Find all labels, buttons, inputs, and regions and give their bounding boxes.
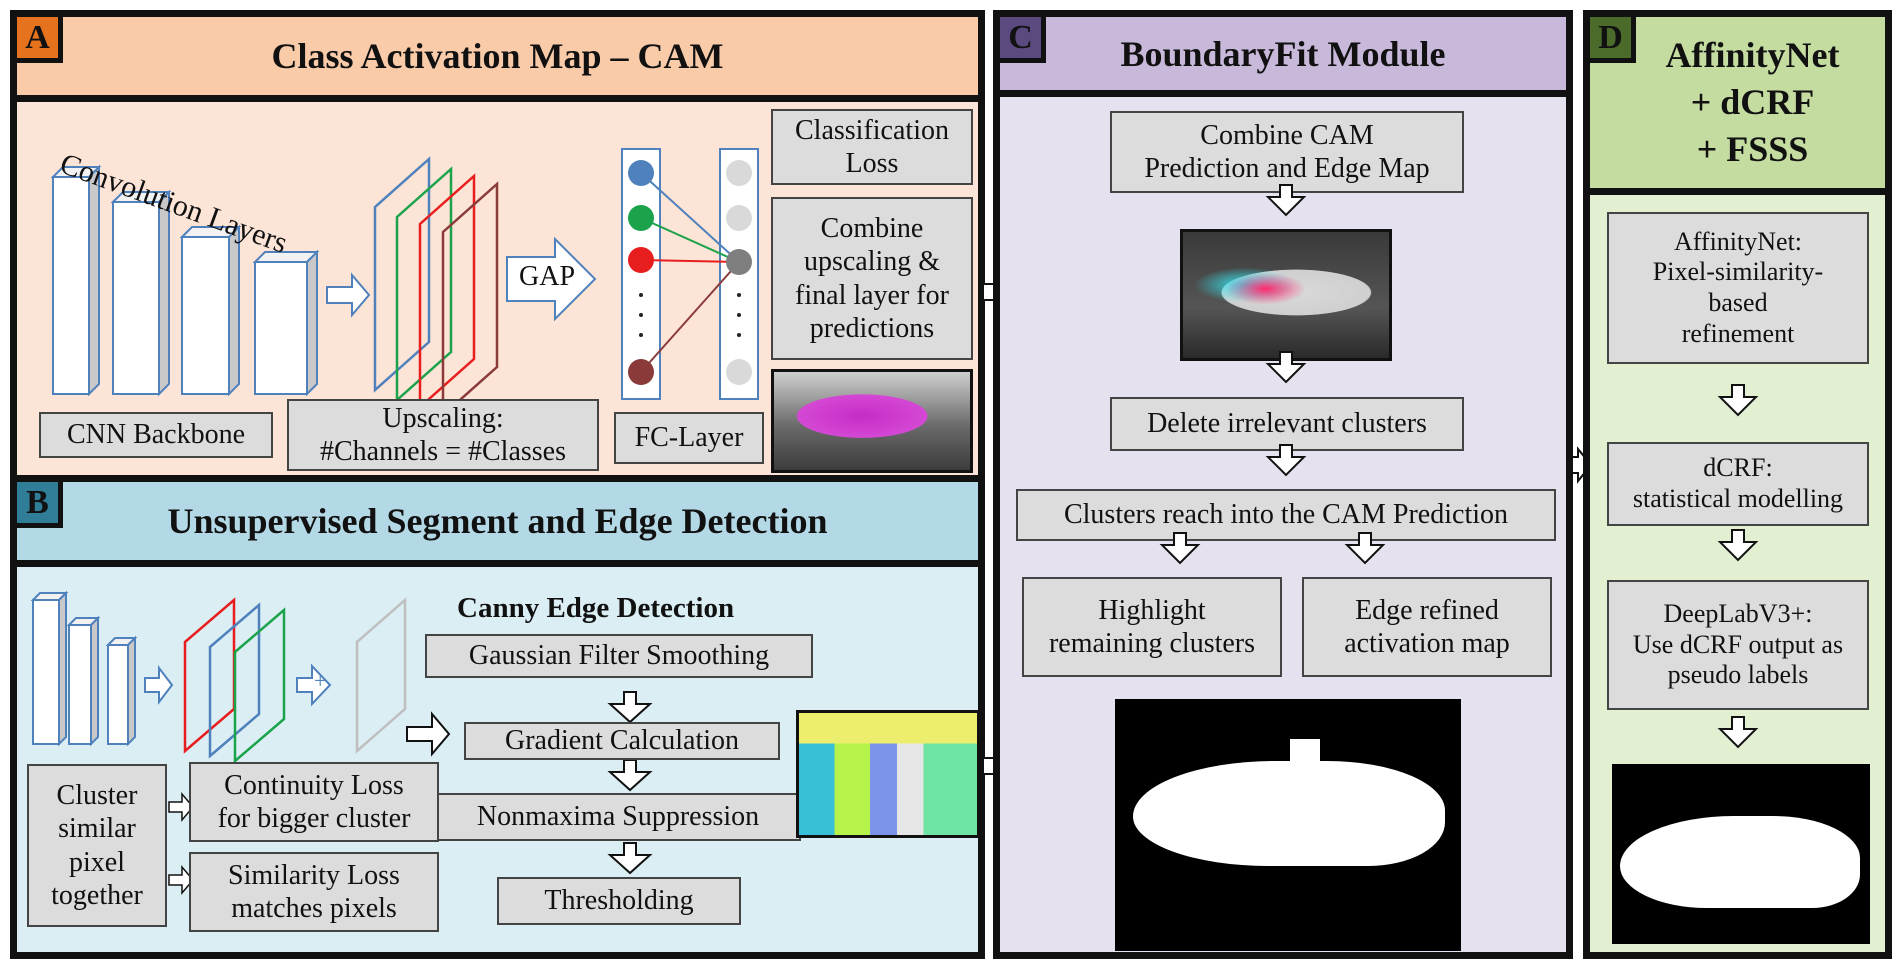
edge-refined-box: Edge refined activation map bbox=[1302, 577, 1552, 677]
segment-map-image bbox=[796, 710, 980, 838]
step-gradient-calculation: Gradient Calculation bbox=[464, 722, 780, 760]
panel-c-title: BoundaryFit Module bbox=[1120, 33, 1446, 74]
continuity-loss-box: Continuity Loss for bigger cluster bbox=[189, 762, 439, 842]
panel-d-header: AffinityNet + dCRF + FSSS bbox=[1590, 17, 1885, 195]
panel-a-title: Class Activation Map – CAM bbox=[271, 36, 724, 76]
panel-b-letter: B bbox=[17, 482, 63, 528]
step-gaussian-filter: Gaussian Filter Smoothing bbox=[425, 634, 813, 678]
panel-c: BoundaryFit Module C Combine CAM Predict… bbox=[993, 10, 1573, 959]
panel-d: AffinityNet + dCRF + FSSS D AffinityNet:… bbox=[1583, 10, 1892, 959]
panel-b-title: Unsupervised Segment and Edge Detection bbox=[167, 501, 828, 541]
panel-c-header: BoundaryFit Module bbox=[1000, 17, 1566, 97]
panel-a-header: Class Activation Map – CAM bbox=[17, 17, 978, 102]
cnn-backbone-box: CNN Backbone bbox=[39, 412, 273, 458]
highlight-clusters-box: Highlight remaining clusters bbox=[1022, 577, 1282, 677]
gap-label: GAP bbox=[519, 261, 576, 292]
final-mask-image bbox=[1612, 764, 1870, 944]
affinitynet-box: AffinityNet: Pixel-similarity- based ref… bbox=[1607, 212, 1869, 364]
combine-cam-edge-box: Combine CAM Prediction and Edge Map bbox=[1110, 111, 1464, 193]
mask-tail bbox=[1290, 739, 1320, 779]
final-mask-shape bbox=[1620, 816, 1860, 908]
edge-refined-mask-image bbox=[1115, 699, 1461, 951]
dcrf-box: dCRF: statistical modelling bbox=[1607, 442, 1869, 526]
cam-prediction-image bbox=[771, 369, 973, 473]
delete-clusters-box: Delete irrelevant clusters bbox=[1110, 397, 1464, 451]
step-thresholding: Thresholding bbox=[497, 877, 741, 925]
clusters-reach-box: Clusters reach into the CAM Prediction bbox=[1016, 489, 1556, 541]
similarity-loss-box: Similarity Loss matches pixels bbox=[189, 852, 439, 932]
panel-a: Class Activation Map – CAM A bbox=[10, 10, 985, 482]
mask-shape bbox=[1133, 761, 1445, 866]
panel-b: Unsupervised Segment and Edge Detection … bbox=[10, 475, 985, 959]
upscaling-box: Upscaling: #Channels = #Classes bbox=[287, 399, 599, 471]
panel-d-title: AffinityNet + dCRF + FSSS bbox=[1665, 35, 1840, 169]
panel-b-header: Unsupervised Segment and Edge Detection bbox=[17, 482, 978, 567]
flow-arrows-d-icon bbox=[1717, 384, 1759, 749]
canny-edge-title: Canny Edge Detection bbox=[457, 592, 735, 624]
flow-arrows-c-icon bbox=[1159, 184, 1386, 565]
panel-a-letter: A bbox=[17, 17, 63, 63]
fc-layer-box: FC-Layer bbox=[614, 412, 764, 464]
classification-loss-box: Classification Loss bbox=[771, 109, 973, 185]
step-nonmaxima-suppression: Nonmaxima Suppression bbox=[435, 793, 801, 841]
plus-symbol: + bbox=[314, 668, 327, 693]
panel-c-letter: C bbox=[1000, 17, 1046, 63]
cluster-similar-pixels-box: Cluster similar pixel together bbox=[27, 764, 167, 927]
panel-d-letter: D bbox=[1590, 17, 1636, 63]
combine-predictions-box: Combine upscaling & final layer for pred… bbox=[771, 197, 973, 360]
segmentation-network-icon bbox=[30, 590, 653, 896]
deeplab-box: DeepLabV3+: Use dCRF output as pseudo la… bbox=[1607, 580, 1869, 710]
convolution-layers-icon bbox=[50, 148, 759, 418]
